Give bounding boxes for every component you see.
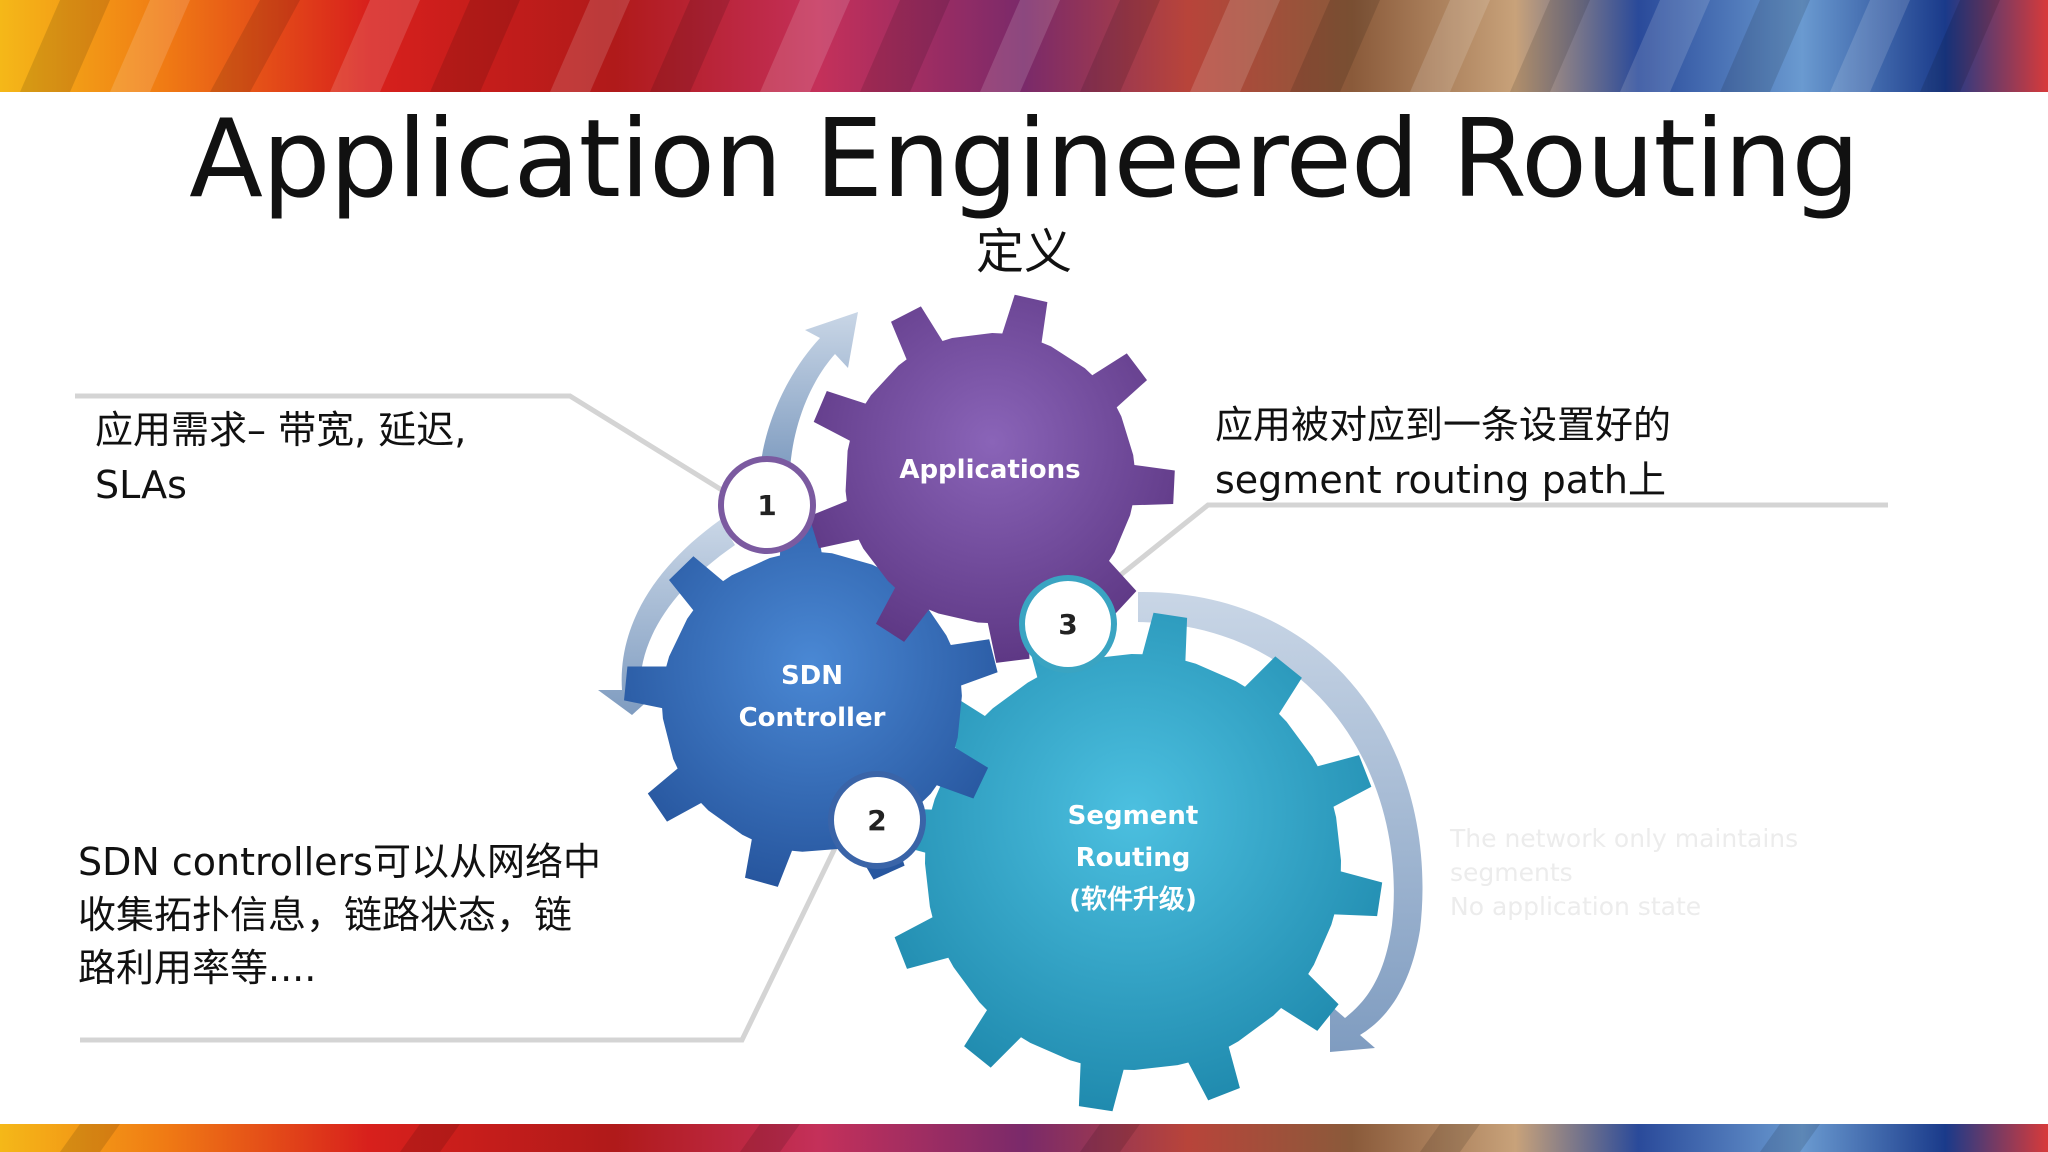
note-segment-path-line1: 应用被对应到一条设置好的 [1215, 403, 1672, 447]
segment-routing-gear-body [883, 612, 1383, 1112]
segment-gear-label-line3: (软件升级) [1069, 884, 1197, 915]
applications-gear [809, 294, 1175, 663]
slide-subtitle: 定义 [975, 224, 1072, 280]
faint-network-note: The network only maintains segments No a… [1450, 822, 1910, 924]
top-color-band [0, 0, 2048, 92]
callout-line-right-top [1106, 502, 1888, 587]
note-app-requirements: 应用需求– 带宽, 延迟, SLAs [95, 403, 615, 513]
callout-line-left-bottom [80, 846, 838, 1043]
arrow-right-big [1138, 591, 1423, 1052]
step-number-1: 1 [757, 489, 776, 522]
note-app-requirements-line1: 应用需求– 带宽, 延迟, [95, 408, 467, 452]
faint-network-note-line1: The network only maintains segments [1450, 824, 1799, 887]
segment-routing-gear [883, 612, 1383, 1112]
bottom-color-band [0, 1124, 2048, 1152]
sdn-gear-label-line2: Controller [739, 703, 886, 733]
step-badge-3: 3 [1019, 575, 1117, 673]
step-number-3: 3 [1058, 608, 1077, 641]
callout-line-left-top [75, 393, 727, 495]
callout-lines [75, 393, 1888, 1043]
note-sdn-collection: SDN controllers可以从网络中 收集拓扑信息，链路状态，链 路利用率… [78, 836, 698, 995]
note-segment-path: 应用被对应到一条设置好的 segment routing path上 [1215, 398, 1835, 508]
applications-gear-label: Applications [899, 455, 1080, 485]
note-segment-path-line2: segment routing path上 [1215, 458, 1667, 502]
step-number-2: 2 [867, 804, 886, 837]
note-app-requirements-line2: SLAs [95, 463, 187, 507]
step-badge-2: 2 [828, 771, 926, 869]
arrow-up-left [760, 312, 858, 470]
note-sdn-collection-line2: 收集拓扑信息，链路状态，链 [78, 893, 573, 937]
slide-title: Application Engineered Routing [189, 97, 1860, 222]
note-sdn-collection-line1: SDN controllers可以从网络中 [78, 840, 601, 884]
step-badge-1: 1 [718, 456, 816, 554]
segment-gear-label-line1: Segment [1068, 801, 1199, 831]
applications-gear-body [809, 294, 1175, 663]
faint-network-note-line2: No application state [1450, 892, 1702, 921]
segment-gear-label-line2: Routing [1076, 843, 1191, 873]
note-sdn-collection-line3: 路利用率等.... [78, 946, 317, 990]
sdn-gear-label-line1: SDN [781, 661, 843, 691]
